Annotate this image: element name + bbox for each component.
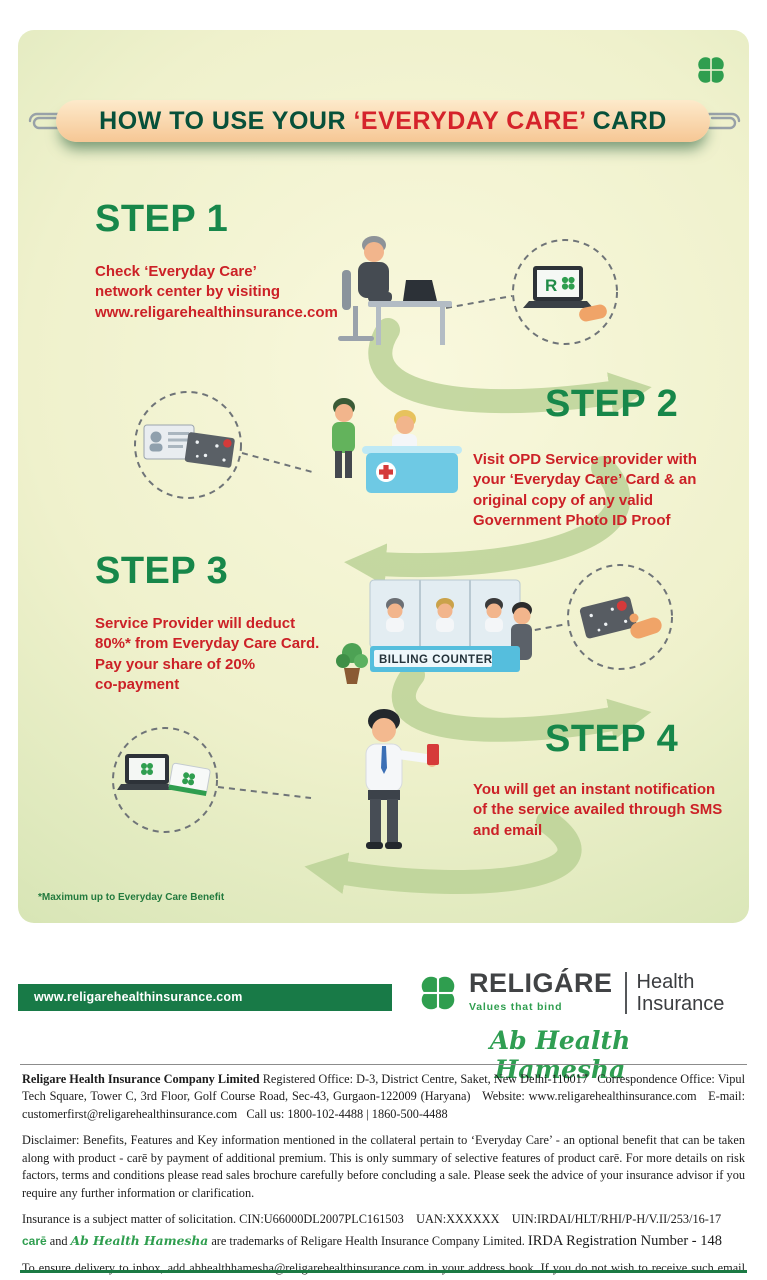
- id-cards-icon: [140, 414, 236, 481]
- division-line-1: Health: [636, 971, 695, 993]
- solicitation-line: Insurance is a subject matter of solicit…: [22, 1212, 722, 1227]
- red-cross-icon: [376, 462, 396, 482]
- step-4-description: You will get an instant notification of …: [473, 781, 723, 839]
- divider: [624, 972, 627, 1014]
- step-3-description: Service Provider will deduct 80%* from E…: [95, 615, 320, 694]
- unsubscribe-link[interactable]: click here: [330, 1279, 378, 1280]
- brand-slogan: Ab Health Hamesha: [489, 1026, 631, 1084]
- illustration-billing-counter: BILLING COUNTER: [326, 558, 541, 693]
- step-4-heading: STEP 4: [545, 718, 679, 760]
- religare-logo: RELIGÁRE Values that bind Health Insuran…: [415, 970, 724, 1016]
- infographic-poster: HOW TO USE YOUR ‘EVERYDAY CARE’ CARD STE…: [18, 30, 749, 923]
- billing-counter-sign: BILLING COUNTER: [379, 654, 493, 666]
- hand-card-icon: [574, 586, 666, 655]
- clover-icon: [415, 970, 461, 1016]
- brand-division: Health Insurance: [637, 970, 725, 1015]
- footer: Religare Health Insurance Company Limite…: [22, 1071, 745, 1280]
- illustration-person-at-desk: [310, 228, 460, 368]
- laptop-card-icon: [117, 750, 213, 815]
- step-1-description: Check ‘Everyday Care’ network center by …: [95, 263, 338, 321]
- bottom-rule: [20, 1270, 747, 1273]
- trademark-text: are trademarks of Religare Health Insura…: [208, 1233, 528, 1248]
- step-2-description: Visit OPD Service provider with your ‘Ev…: [473, 451, 697, 530]
- company-info: Religare Health Insurance Company Limite…: [22, 1071, 745, 1123]
- brand-name: RELIGÁRE: [469, 968, 613, 998]
- care-trademark: carē: [22, 1233, 47, 1248]
- step-2-heading: STEP 2: [545, 383, 679, 425]
- footnote: *Maximum up to Everyday Care Benefit: [38, 892, 225, 903]
- illustration-man-with-phone: [316, 702, 451, 882]
- delivery-text-end: to unsubscribe.: [378, 1279, 456, 1280]
- clover-on-screen: [561, 276, 575, 290]
- brand-tagline: Values that bind: [469, 1001, 563, 1013]
- divider: [20, 1064, 747, 1065]
- irda-registration: IRDA Registration Number - 148: [527, 1232, 722, 1249]
- flow-decoration: [112, 239, 673, 895]
- ahh-trademark: Ab Health Hamesha: [70, 1232, 209, 1248]
- step-1-heading: STEP 1: [95, 198, 229, 240]
- trademark-text: and: [46, 1233, 71, 1248]
- brand-text: RELIGÁRE Values that bind: [469, 968, 613, 1014]
- svg-text:R: R: [545, 276, 557, 295]
- dashed-callouts: [112, 239, 673, 833]
- laptop-clover-icon: R: [521, 262, 609, 327]
- division-line-2: Insurance: [636, 993, 725, 1015]
- illustration-reception-desk: [306, 382, 466, 527]
- company-name: Religare Health Insurance Company Limite…: [22, 1072, 260, 1086]
- step-3-heading: STEP 3: [95, 550, 229, 592]
- title-highlight: ‘EVERYDAY CARE’: [353, 107, 586, 135]
- trademark-line: carē and Ab Health Hamesha are trademark…: [22, 1231, 745, 1252]
- title-prefix: HOW TO USE YOUR: [99, 107, 354, 135]
- title-banner: HOW TO USE YOUR ‘EVERYDAY CARE’ CARD: [56, 100, 710, 142]
- clover-icon: [693, 52, 729, 88]
- website-bar[interactable]: www.religarehealthinsurance.com: [18, 984, 392, 1011]
- company-details: Registered Office: D-3, District Centre,…: [22, 1072, 745, 1121]
- disclaimer: Disclaimer: Benefits, Features and Key i…: [22, 1133, 745, 1200]
- clover-on-screen: [141, 763, 153, 775]
- flow-arrows: [304, 318, 652, 895]
- plant-icon: [336, 643, 368, 684]
- title-suffix: CARD: [585, 107, 667, 135]
